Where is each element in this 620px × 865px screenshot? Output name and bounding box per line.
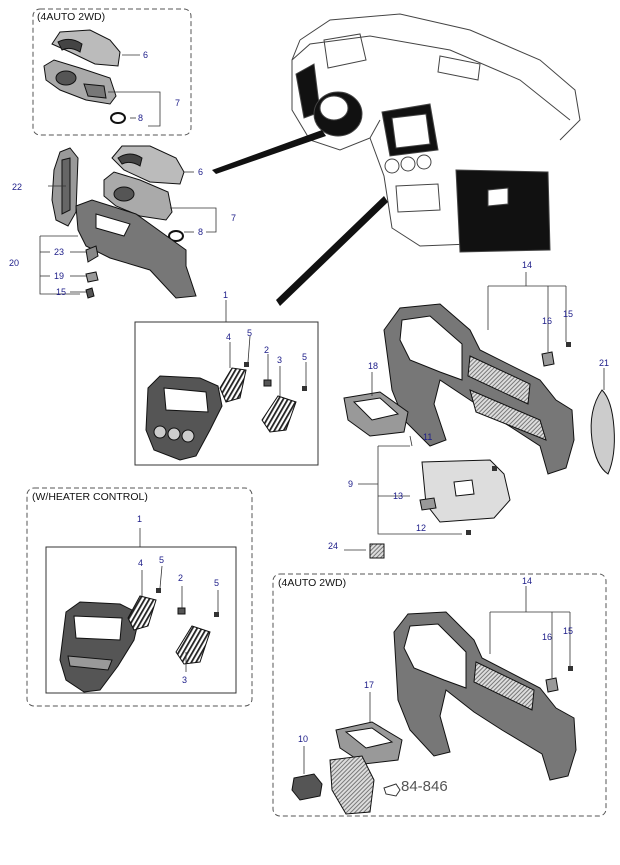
cover-24	[369, 543, 385, 559]
callout-5b: 5	[302, 352, 308, 362]
screw-5a	[244, 362, 249, 367]
callout-3: 3	[277, 355, 283, 365]
callout-9: 9	[348, 479, 354, 489]
callout-2-heater: 2	[178, 573, 184, 583]
callout-5a-heater: 5	[159, 555, 165, 565]
screw-12	[466, 530, 471, 535]
pointer-wedge-lower	[276, 196, 388, 306]
steering-shroud-upper-b	[111, 145, 185, 185]
reference-code: 84-846	[401, 778, 448, 795]
callout-4: 4	[226, 332, 232, 342]
steering-shroud-lower-b	[103, 171, 173, 221]
grab-bracket-16	[541, 351, 555, 367]
callout-1-heater: 1	[137, 514, 143, 524]
group-title-heater-control: (W/HEATER CONTROL)	[32, 491, 148, 503]
dashboard-overview	[291, 13, 581, 253]
callout-15-right: 15	[563, 309, 574, 319]
group-box-bottom-right	[272, 573, 607, 817]
clip-2	[263, 379, 272, 387]
callout-22: 22	[12, 182, 23, 192]
callout-4-heater: 4	[138, 558, 144, 568]
callout-11: 11	[423, 432, 433, 442]
air-vent-right	[261, 395, 297, 433]
grommet-ring-b	[168, 230, 184, 242]
callout-8: 8	[198, 227, 204, 237]
coin-box-18	[343, 391, 409, 437]
callout-2: 2	[264, 345, 270, 355]
fastener-clip-23	[85, 245, 99, 263]
callout-10: 10	[298, 734, 309, 744]
screw-15-panel	[566, 342, 571, 347]
heater-fascia-panel	[59, 601, 141, 693]
callout-14-bottom: 14	[522, 576, 533, 586]
side-cover-21	[590, 389, 615, 475]
assembly-box-heater-panel	[45, 546, 237, 694]
lower-dash-panel-alt	[393, 611, 577, 781]
latch-13	[419, 497, 437, 511]
lower-crash-pad-panel	[75, 199, 197, 299]
callout-18: 18	[368, 361, 379, 371]
clip-2-heater	[177, 607, 186, 615]
callout-21: 21	[599, 358, 610, 368]
screw-15	[85, 287, 95, 299]
group-title-4auto-2wd-top: (4AUTO 2WD)	[37, 11, 106, 23]
callout-5a: 5	[247, 328, 253, 338]
callout-20: 20	[9, 258, 20, 268]
callout-24: 24	[328, 541, 339, 551]
callout-15-bottom: 15	[563, 626, 574, 636]
callout-3-heater: 3	[182, 675, 188, 685]
glove-box-9	[421, 459, 511, 523]
tray-17	[335, 721, 403, 765]
callout-7-top: 7	[175, 98, 181, 108]
lower-dash-panel	[383, 303, 575, 475]
leader-lines	[39, 54, 605, 774]
callout-15-left: 15	[56, 287, 67, 297]
center-fascia-panel	[145, 375, 223, 461]
screw-5-heater-a	[156, 588, 161, 593]
callout-6-top: 6	[143, 50, 149, 60]
side-trim-panel	[51, 147, 79, 227]
cup-holder-insert	[329, 755, 375, 815]
heater-vent-right	[175, 625, 211, 665]
air-vent-left	[219, 367, 247, 403]
screw-5b	[302, 386, 307, 391]
steering-shroud-lower-a	[43, 59, 117, 105]
callout-14: 14	[522, 260, 533, 270]
heater-vent-left	[127, 595, 157, 631]
screw-15-alt	[568, 666, 573, 671]
steering-shroud-upper-a	[51, 29, 121, 67]
callout-12: 12	[416, 523, 427, 533]
clip-19	[85, 271, 99, 283]
callout-6: 6	[198, 167, 204, 177]
callout-17: 17	[364, 680, 375, 690]
callout-16: 16	[542, 316, 553, 326]
callout-7: 7	[231, 213, 237, 223]
callout-19: 19	[54, 271, 65, 281]
group-box-top-left	[32, 8, 192, 136]
callout-16-bottom: 16	[542, 632, 553, 642]
callout-13: 13	[393, 491, 404, 501]
callout-1: 1	[223, 290, 229, 300]
group-title-4auto-2wd-bottom: (4AUTO 2WD)	[278, 577, 347, 589]
callout-8-top: 8	[138, 113, 144, 123]
ref-pointer-icon	[383, 783, 401, 797]
screw-5-heater-b	[214, 612, 219, 617]
callout-23: 23	[54, 247, 65, 257]
assembly-box-center-panel	[134, 321, 319, 466]
switch-10	[291, 773, 323, 801]
pointer-wedge-upper	[212, 130, 326, 174]
callout-5b-heater: 5	[214, 578, 220, 588]
group-box-heater	[26, 487, 253, 707]
grommet-ring-a	[110, 112, 126, 124]
screw-11	[492, 466, 497, 471]
grab-bracket-16-alt	[545, 677, 559, 693]
